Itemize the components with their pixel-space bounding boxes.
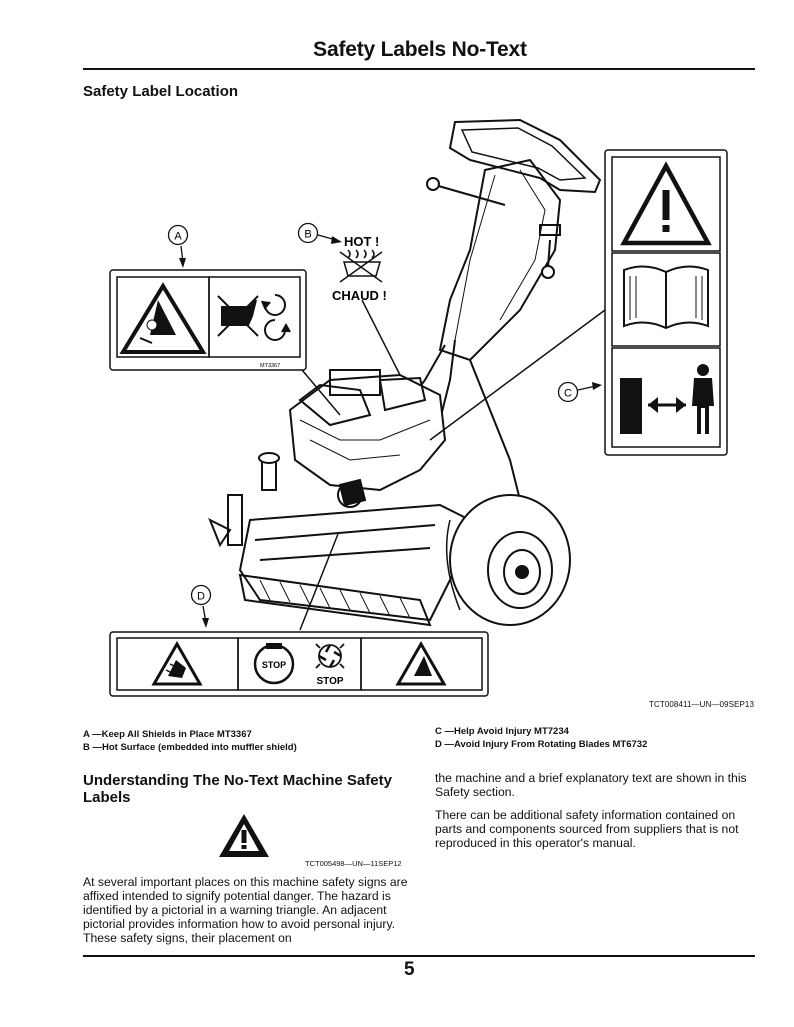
- safety-label-a: MT3367: [109, 269, 307, 371]
- legend-item-b: B —Hot Surface (embedded into muffler sh…: [83, 741, 297, 753]
- read-manual-icon: [623, 265, 709, 330]
- top-divider: [83, 68, 755, 70]
- svg-text:STOP: STOP: [316, 676, 343, 687]
- page-title: Safety Labels No-Text: [313, 38, 527, 61]
- page-number: 5: [404, 959, 415, 980]
- body-paragraph-2: the machine and a brief explanatory text…: [435, 771, 747, 799]
- safety-label-c: [604, 149, 728, 456]
- svg-text:MT3367: MT3367: [260, 363, 280, 369]
- warning-triangle-icon: [620, 161, 712, 246]
- callout-a: A: [167, 224, 189, 268]
- cutting-reel: [208, 452, 472, 627]
- stop-engine-icon: STOP: [253, 643, 295, 685]
- image-id: TCT005498—UN—11SEP12: [305, 859, 402, 868]
- hot-surface-icon: [339, 249, 383, 283]
- mower-engine: [288, 369, 447, 508]
- legend-left: A —Keep All Shields in Place MT3367 B —H…: [83, 729, 297, 754]
- understanding-heading: Understanding The No-Text Machine Safety…: [83, 772, 392, 806]
- leader-lines: [299, 299, 606, 631]
- bottom-divider: [83, 955, 755, 957]
- body-paragraph-1: At several important places on this mach…: [83, 875, 408, 945]
- legend-right: C —Help Avoid Injury MT7234 D —Avoid Inj…: [435, 726, 647, 751]
- drive-wheel: [445, 494, 571, 626]
- svg-text:B: B: [304, 229, 311, 241]
- svg-text:C: C: [564, 388, 572, 400]
- keep-distance-icon: [620, 364, 714, 434]
- svg-text:HOT !: HOT !: [344, 234, 379, 249]
- svg-text:A: A: [174, 231, 182, 243]
- crush-hazard-icon: [119, 282, 207, 354]
- warning-triangle-icon: [219, 814, 269, 857]
- svg-text:D: D: [197, 591, 205, 603]
- svg-text:STOP: STOP: [262, 660, 286, 670]
- callout-d: D: [190, 584, 212, 628]
- callout-c: C: [557, 381, 602, 403]
- rotating-blade-warning-icon: [395, 640, 447, 686]
- mower-handle: [426, 118, 602, 362]
- hand-cut-icon: [151, 640, 203, 686]
- hot-surface-symbol: HOT ! CHAUD !: [332, 234, 387, 303]
- blade-hazard-icon: [315, 643, 345, 669]
- svg-text:CHAUD !: CHAUD !: [332, 288, 387, 303]
- legend-item-d: D —Avoid Injury From Rotating Blades MT6…: [435, 738, 648, 750]
- safety-label-location-figure: A B C D HOT ! CHAUD !: [109, 118, 728, 697]
- rotating-parts-icon: [217, 294, 291, 341]
- callout-b: B: [297, 222, 342, 244]
- legend-item-a: A —Keep All Shields in Place MT3367: [83, 729, 252, 740]
- body-paragraph-3: There can be additional safety informati…: [435, 808, 739, 850]
- section-heading: Safety Label Location: [83, 83, 239, 100]
- legend-item-c: C —Help Avoid Injury MT7234: [435, 726, 569, 737]
- figure-id: TCT008411—UN—09SEP13: [648, 700, 754, 709]
- safety-label-d: STOP STOP: [109, 631, 489, 697]
